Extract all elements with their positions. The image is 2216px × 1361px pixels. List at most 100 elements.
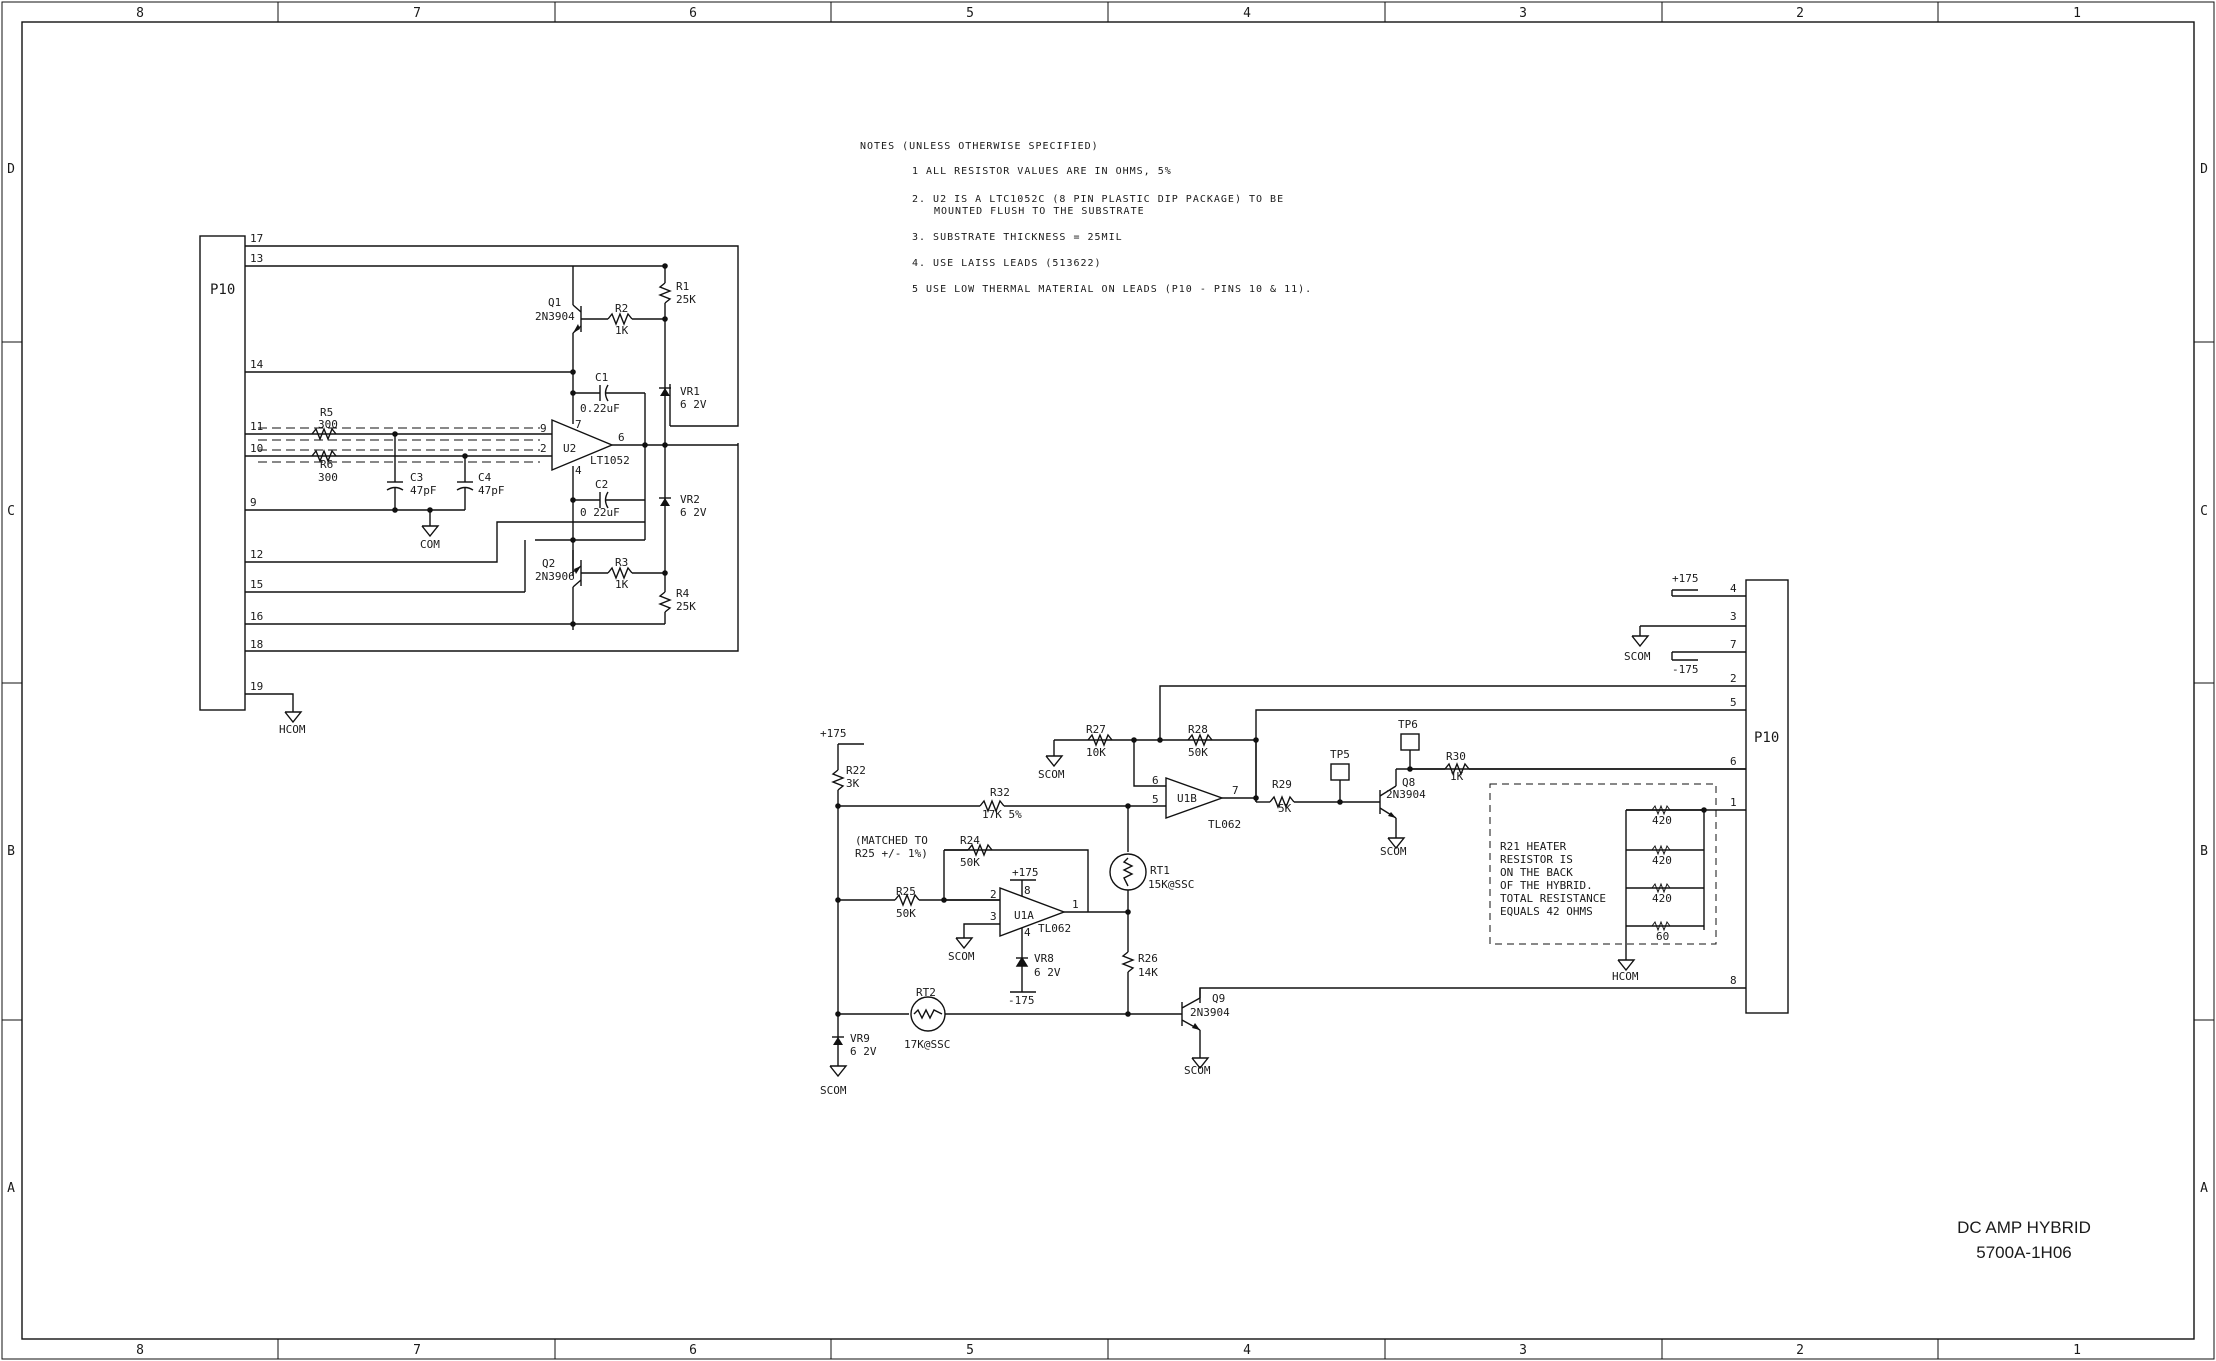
zone-row-left: A — [7, 1181, 15, 1196]
notes-block: NOTES (UNLESS OTHERWISE SPECIFIED) 1 ALL… — [860, 141, 1312, 295]
q9-value: 2N3904 — [1190, 1006, 1230, 1019]
zone-col-top: 8 — [136, 6, 144, 21]
heater-note: TOTAL RESISTANCE — [1500, 892, 1606, 905]
r29-value: 5K — [1278, 802, 1292, 815]
hcom-ground-label: HCOM — [1612, 970, 1639, 983]
r4-ref: R4 — [676, 587, 690, 600]
pin-label: 7 — [1730, 638, 1737, 651]
supply-label: -175 — [1672, 663, 1699, 676]
q2-ref: Q2 — [542, 557, 555, 570]
r24-value: 50K — [960, 856, 980, 869]
rt2-value: 17K@SSC — [904, 1038, 950, 1051]
u1b-pin: 6 — [1152, 774, 1159, 787]
input-amplifier-circuit: P10 — [199, 232, 739, 736]
supply-label: +175 — [1672, 572, 1699, 585]
u1b-ref: U1B — [1177, 792, 1197, 805]
heater-resistor-value: 420 — [1652, 892, 1672, 905]
zone-row-left: C — [7, 504, 15, 519]
c4-ref: C4 — [478, 471, 492, 484]
zone-col-bottom: 8 — [136, 1343, 144, 1358]
pin-label: 5 — [1730, 696, 1737, 709]
q1-value: 2N3904 — [535, 310, 575, 323]
supply-label: +175 — [1012, 866, 1039, 879]
u1a-value: TL062 — [1038, 922, 1071, 935]
matched-note: (MATCHED TO — [855, 834, 928, 847]
q2-value: 2N3906 — [535, 570, 575, 583]
vr1-value: 6 2V — [680, 398, 707, 411]
u2-pin: 6 — [618, 431, 625, 444]
r30-value: 1K — [1450, 770, 1464, 783]
vr8-ref: VR8 — [1034, 952, 1054, 965]
r27-value: 10K — [1086, 746, 1106, 759]
vr2-ref: VR2 — [680, 493, 700, 506]
vr9-value: 6 2V — [850, 1045, 877, 1058]
zone-col-bottom: 5 — [966, 1343, 974, 1358]
u1a-pin: 1 — [1072, 898, 1079, 911]
vr9-ref: VR9 — [850, 1032, 870, 1045]
q1-ref: Q1 — [548, 296, 561, 309]
note-item: 2. U2 IS A LTC1052C (8 PIN PLASTIC DIP P… — [912, 194, 1284, 205]
zone-col-top: 5 — [966, 6, 974, 21]
r26-ref: R26 — [1138, 952, 1158, 965]
r3-value: 1K — [615, 578, 629, 591]
rt1-ref: RT1 — [1150, 864, 1170, 877]
zone-col-top: 4 — [1243, 6, 1251, 21]
r5-ref: R5 — [320, 406, 333, 419]
pin-label: 9 — [250, 496, 257, 509]
r29-ref: R29 — [1272, 778, 1292, 791]
q9-ref: Q9 — [1212, 992, 1225, 1005]
pin-label: 17 — [250, 232, 263, 245]
pin-label: 8 — [1730, 974, 1737, 987]
zone-col-bottom: 1 — [2073, 1343, 2081, 1358]
scom-label: SCOM — [1184, 1064, 1211, 1077]
zone-col-bottom: 7 — [413, 1343, 421, 1358]
vr1-ref: VR1 — [680, 385, 700, 398]
pin-label: 13 — [250, 252, 263, 265]
r25-value: 50K — [896, 907, 916, 920]
heater-note: R21 HEATER — [1500, 840, 1567, 853]
connector-label: P10 — [210, 282, 235, 298]
zone-col-top: 3 — [1519, 6, 1527, 21]
u1b-pin: 5 — [1152, 793, 1159, 806]
c4-value: 47pF — [478, 484, 505, 497]
u1a-pin: 2 — [990, 888, 997, 901]
r22-value: 3K — [846, 777, 860, 790]
scom-label: SCOM — [1624, 650, 1651, 663]
hcom-ground-label: HCOM — [279, 723, 306, 736]
c2-ref: C2 — [595, 478, 608, 491]
note-item: 4. USE LAISS LEADS (513622) — [912, 258, 1102, 269]
pin-label: 15 — [250, 578, 263, 591]
heater-resistor-value: 420 — [1652, 854, 1672, 867]
c1-value: 0.22uF — [580, 402, 620, 415]
heater-resistor-value: 420 — [1652, 814, 1672, 827]
heater-resistor-value: 60 — [1656, 930, 1669, 943]
u1b-value: TL062 — [1208, 818, 1241, 831]
pin-label: 11 — [250, 420, 263, 433]
zone-col-top: 2 — [1796, 6, 1804, 21]
note-item: 1 ALL RESISTOR VALUES ARE IN OHMS, 5% — [912, 166, 1172, 177]
r32-ref: R32 — [990, 786, 1010, 799]
r25-ref: R25 — [896, 885, 916, 898]
connector-label: P10 — [1754, 730, 1779, 746]
rt2-ref: RT2 — [916, 986, 936, 999]
note-item: 5 USE LOW THERMAL MATERIAL ON LEADS (P10… — [912, 284, 1312, 295]
rt1-value: 15K@SSC — [1148, 878, 1194, 891]
p10-connector-left — [199, 235, 246, 711]
q8-value: 2N3904 — [1386, 788, 1426, 801]
zone-row-left: D — [7, 162, 15, 177]
note-item: MOUNTED FLUSH TO THE SUBSTRATE — [934, 206, 1145, 217]
r4-value: 25K — [676, 600, 696, 613]
pin-label: 2 — [1730, 672, 1737, 685]
c3-ref: C3 — [410, 471, 423, 484]
r1-ref: R1 — [676, 280, 689, 293]
u1a-ref: U1A — [1014, 909, 1034, 922]
pin-label: 14 — [250, 358, 264, 371]
q8-ref: Q8 — [1402, 776, 1415, 789]
pin-label: 12 — [250, 548, 263, 561]
r2-ref: R2 — [615, 302, 628, 315]
r3-ref: R3 — [615, 556, 628, 569]
r32-value: 17K 5% — [982, 808, 1022, 821]
scom-label: SCOM — [1038, 768, 1065, 781]
pin-label: 19 — [250, 680, 263, 693]
